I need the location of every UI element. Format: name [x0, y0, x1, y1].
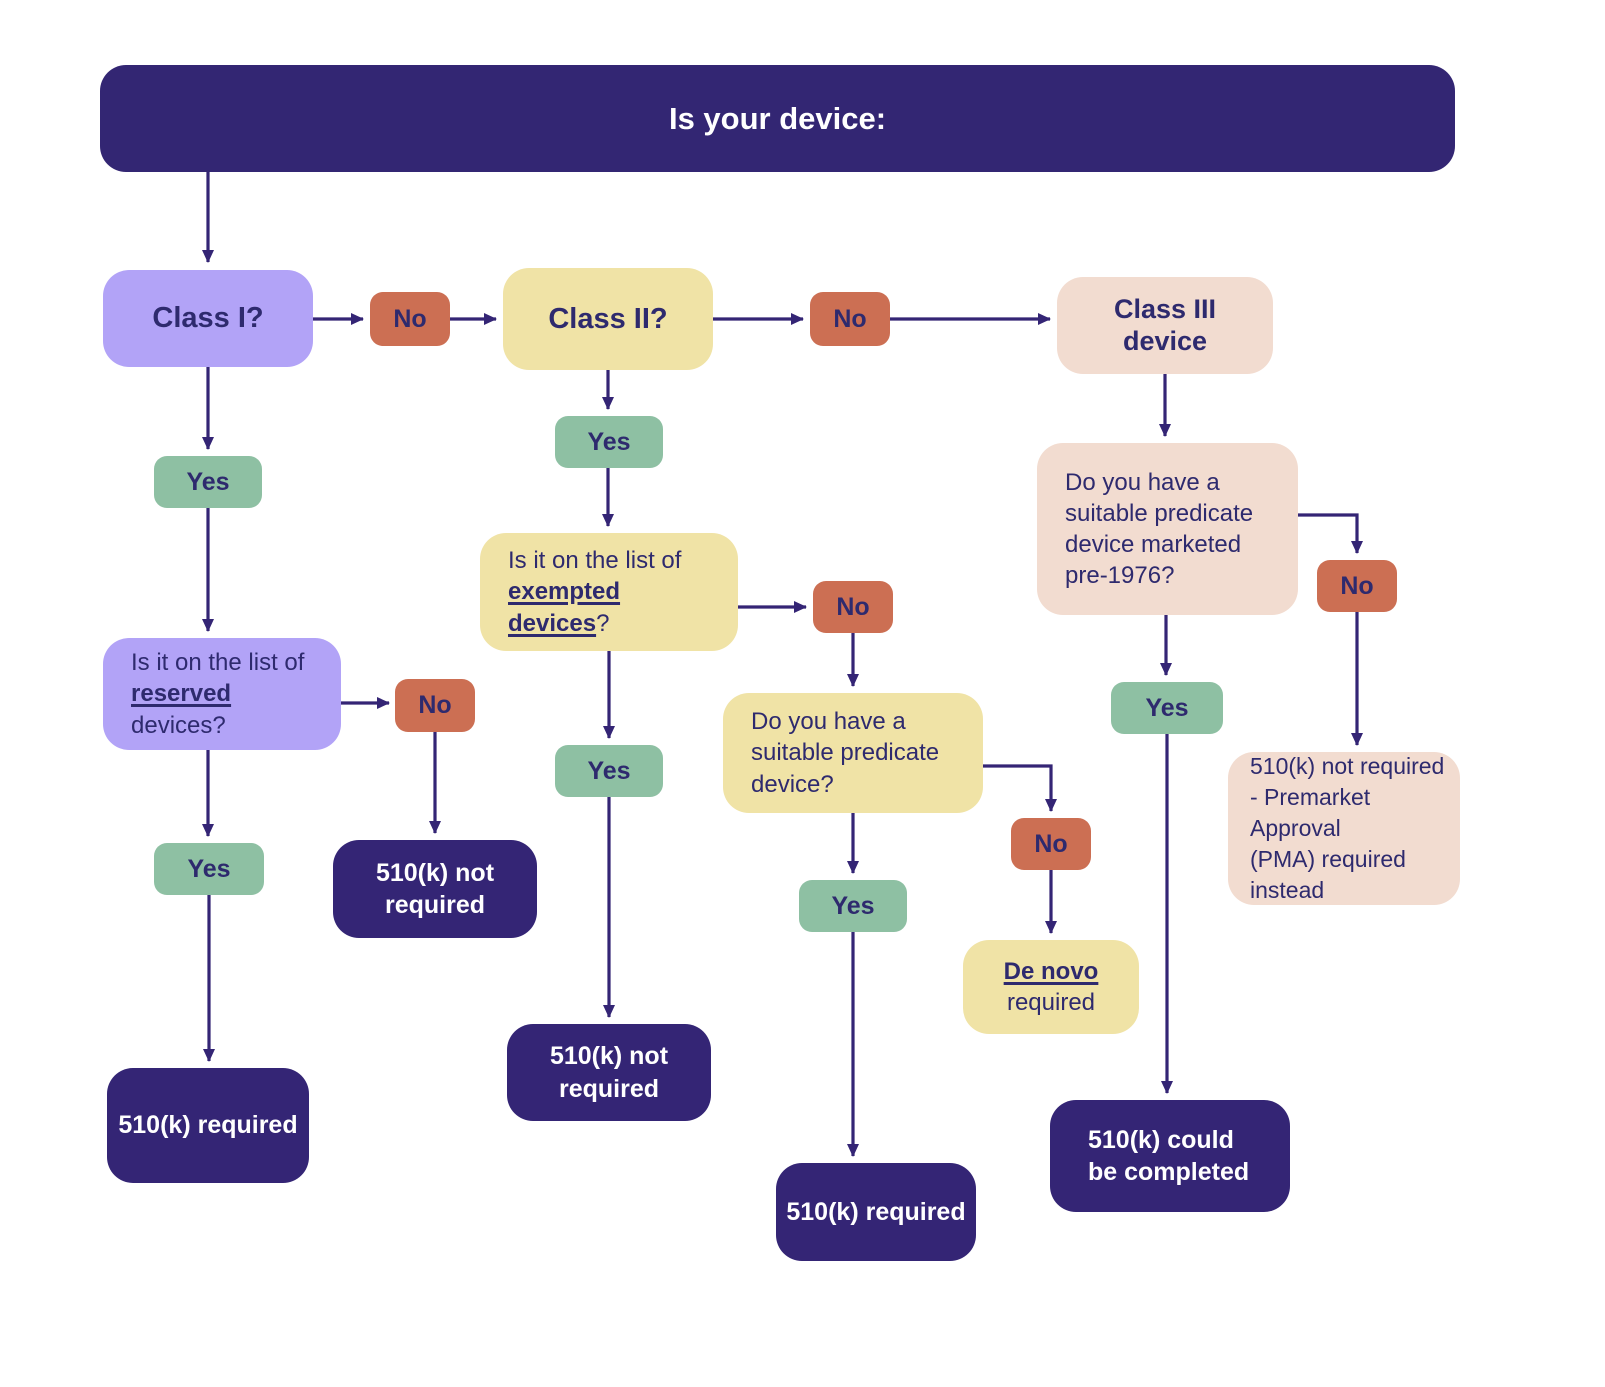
node-pma-required: 510(k) not required - Premarket Approval…: [1228, 752, 1460, 905]
pre1976-line2: suitable predicate: [1065, 499, 1254, 527]
pre1976-line1: Do you have a: [1065, 468, 1220, 496]
yes-label: Yes: [186, 467, 230, 496]
pre1976-line4: pre-1976?: [1065, 562, 1175, 590]
yes-label: Yes: [587, 427, 631, 456]
could-line1: 510(k) could: [1088, 1125, 1234, 1154]
node-510k-required-mid: 510(k) required: [776, 1163, 976, 1261]
no-badge-predicate: No: [1011, 818, 1091, 870]
arrow-pre1976-to-no: [1298, 513, 1363, 554]
node-denovo-required: De novo required: [963, 940, 1139, 1034]
yes-badge-predicate: Yes: [799, 880, 907, 932]
yes-label: Yes: [187, 854, 231, 883]
no-badge-class2: No: [810, 292, 890, 346]
yes-label: Yes: [587, 756, 631, 785]
yes-label: Yes: [1145, 693, 1189, 722]
pma-line2: - Premarket Approval: [1250, 783, 1371, 841]
node-predicate-question: Do you have a suitable predicate device?: [723, 693, 983, 813]
reserved-rest: devices?: [131, 711, 226, 739]
yes-badge-class2: Yes: [555, 416, 663, 468]
yes-badge-reserved: Yes: [154, 843, 264, 895]
reserved-line2: reserved devices?: [131, 678, 329, 740]
no-label: No: [833, 304, 867, 333]
exempted-line2: exempted devices?: [508, 576, 726, 638]
no-label: No: [1034, 829, 1068, 858]
denovo-emph-line: De novo: [1004, 956, 1099, 987]
node-510k-not-required-left: 510(k) not required: [333, 840, 537, 938]
reserved-line1: Is it on the list of: [131, 649, 305, 677]
exempted-line1: Is it on the list of: [508, 547, 682, 575]
predicate-line3: device?: [751, 770, 834, 798]
nr-mid-line1: 510(k) not: [549, 1042, 669, 1070]
node-reserved-question: Is it on the list of reserved devices?: [103, 638, 341, 750]
no-badge-pre1976: No: [1317, 560, 1397, 612]
could-line2: be completed: [1088, 1158, 1250, 1186]
nr-left-line1: 510(k) not: [375, 858, 495, 887]
arrow-predicate-to-no: [983, 764, 1057, 812]
node-class1: Class I?: [103, 270, 313, 367]
node-510k-could-be-completed: 510(k) could be completed: [1050, 1100, 1290, 1212]
predicate-line1: Do you have a: [751, 708, 906, 736]
node-class3: Class III device: [1057, 277, 1273, 374]
denovo-rest: required: [1006, 989, 1096, 1016]
nr-left-line2: required: [384, 891, 486, 919]
exempted-rest: ?: [596, 609, 610, 637]
node-pre1976-question: Do you have a suitable predicate device …: [1037, 443, 1298, 615]
predicate-line2: suitable predicate: [751, 739, 940, 767]
req-mid-label: 510(k) required: [786, 1197, 966, 1226]
class2-label: Class II?: [548, 302, 668, 335]
title-text: Is your device:: [668, 100, 887, 136]
denovo-emph: De novo: [1003, 957, 1099, 985]
no-label: No: [418, 691, 452, 719]
yes-badge-exempted: Yes: [555, 745, 663, 797]
class1-label: Class I?: [152, 302, 264, 334]
pma-line1: 510(k) not required: [1250, 752, 1445, 779]
no-badge-exempted: No: [813, 581, 893, 633]
no-label: No: [1340, 571, 1374, 600]
exempted-emph: exempted devices: [508, 578, 621, 637]
yes-badge-pre1976: Yes: [1111, 682, 1223, 734]
pma-line4: instead: [1250, 877, 1325, 904]
pma-line3: (PMA) required: [1250, 846, 1406, 873]
title-banner: Is your device:: [100, 65, 1455, 172]
class3-line1: Class III: [1113, 294, 1217, 325]
reserved-emph: reserved: [131, 680, 232, 708]
node-510k-not-required-mid: 510(k) not required: [507, 1024, 711, 1121]
yes-label: Yes: [831, 891, 875, 920]
no-badge-class1: No: [370, 292, 450, 346]
no-label: No: [393, 304, 427, 333]
no-badge-reserved: No: [395, 679, 475, 732]
node-510k-required-left: 510(k) required: [107, 1068, 309, 1183]
node-exempted-question: Is it on the list of exempted devices?: [480, 533, 738, 651]
class3-line2: device: [1122, 325, 1208, 356]
node-class2: Class II?: [503, 268, 713, 370]
pre1976-line3: device marketed: [1065, 531, 1242, 558]
nr-mid-line2: required: [558, 1074, 660, 1103]
req-left-label: 510(k) required: [118, 1111, 298, 1140]
yes-badge-class1: Yes: [154, 456, 262, 508]
no-label: No: [836, 592, 870, 621]
